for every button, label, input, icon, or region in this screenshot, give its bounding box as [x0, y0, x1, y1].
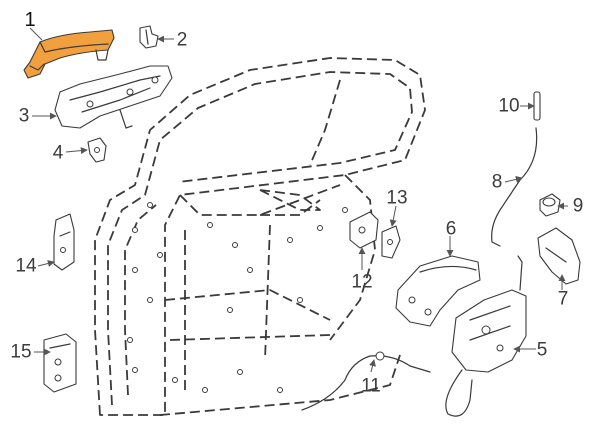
part-4-bracket[interactable]: [87, 137, 107, 163]
part-10-pin[interactable]: [533, 91, 541, 121]
callout-14[interactable]: 14: [15, 255, 37, 277]
leader-lines: [29, 27, 568, 373]
part-13-link[interactable]: [381, 225, 401, 259]
part-7-cover[interactable]: [537, 227, 581, 285]
door-frame: [94, 57, 426, 416]
callout-4[interactable]: 4: [52, 142, 64, 164]
callout-15[interactable]: 15: [10, 341, 32, 363]
part-6-inner-handle[interactable]: [395, 255, 481, 327]
callout-9[interactable]: 9: [572, 195, 584, 217]
callout-10[interactable]: 10: [498, 95, 520, 117]
part-14-side-bracket[interactable]: [53, 213, 75, 271]
part-1-door-handle[interactable]: [23, 29, 115, 79]
part-8-rod[interactable]: [491, 127, 538, 247]
callout-8[interactable]: 8: [491, 171, 503, 193]
callout-12[interactable]: 12: [351, 271, 373, 293]
callout-11[interactable]: 11: [361, 375, 381, 397]
callout-6[interactable]: 6: [445, 218, 457, 240]
callout-2[interactable]: 2: [176, 29, 188, 51]
part-9-grommet[interactable]: [539, 193, 561, 217]
part-2-clip[interactable]: [139, 25, 159, 49]
part-15-hinge-plate[interactable]: [43, 333, 77, 393]
callout-1[interactable]: 1: [24, 9, 36, 31]
part-3-handle-carrier[interactable]: [54, 65, 173, 129]
callout-3[interactable]: 3: [18, 105, 30, 127]
callout-13[interactable]: 13: [386, 187, 408, 209]
part-12-bracket[interactable]: [349, 211, 379, 249]
callout-5[interactable]: 5: [536, 339, 548, 361]
part-11-cable[interactable]: [301, 351, 431, 411]
callout-7[interactable]: 7: [557, 288, 569, 310]
